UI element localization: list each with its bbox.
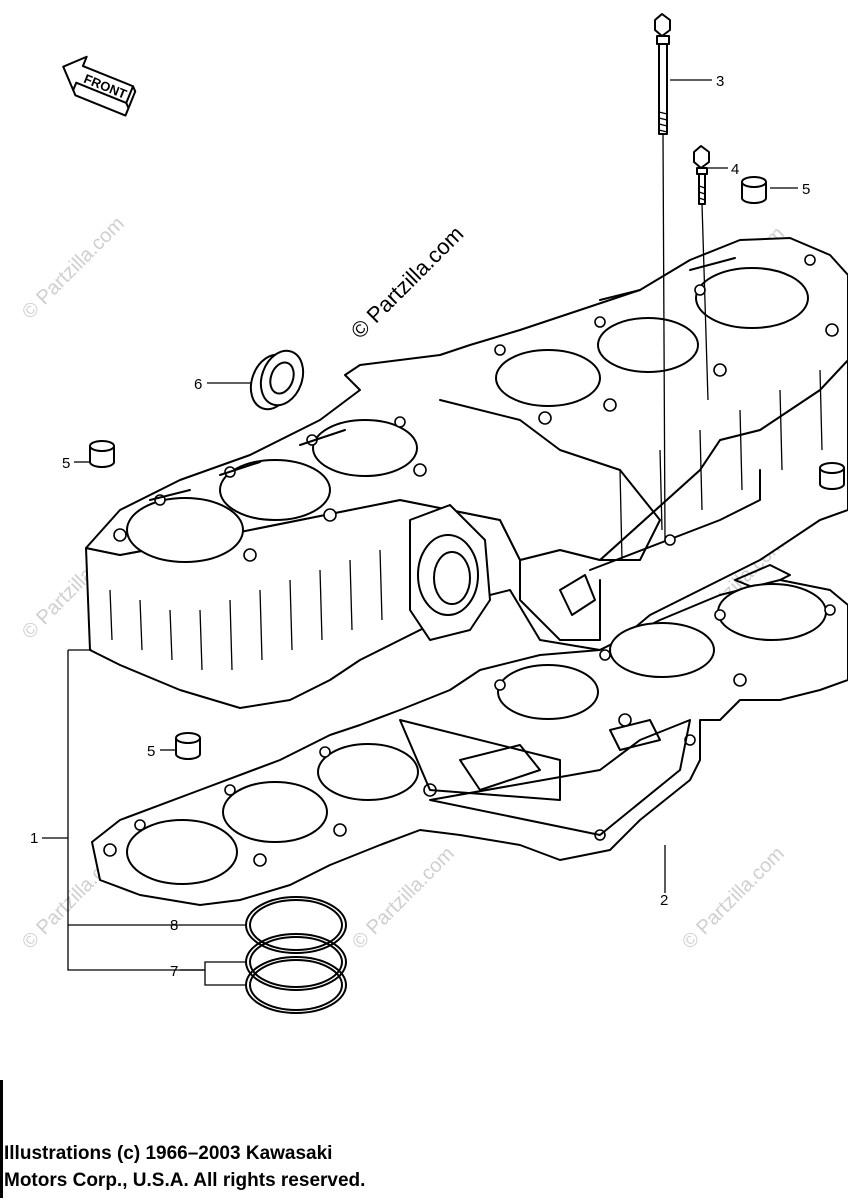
callout-6: 6	[194, 376, 202, 393]
oil-seal	[249, 349, 305, 411]
callout-4: 4	[731, 161, 739, 178]
callout-8: 8	[170, 917, 178, 934]
watermark-faint: © Partzilla.com	[678, 843, 789, 954]
cylinder-bore	[312, 419, 418, 477]
cylinder-bore	[495, 349, 601, 407]
callout-3: 3	[716, 73, 724, 90]
callout-5: 5	[62, 455, 70, 472]
leader-lines	[42, 79, 798, 986]
watermark-faint: © Partzilla.com	[18, 213, 129, 324]
callout-1: 1	[30, 830, 38, 847]
front-arrow-icon: FRONT	[62, 55, 137, 117]
copyright-line-1: Illustrations (c) 1966–2003 Kawasaki	[4, 1143, 333, 1164]
cylinder-bore	[597, 317, 699, 373]
watermark-faint: © Partzilla.com	[348, 843, 459, 954]
cylinder-bore	[126, 497, 244, 563]
watermark: © Partzilla.com	[346, 221, 469, 344]
dowel-pin	[175, 732, 201, 760]
short-bolt	[693, 145, 710, 401]
callout-2: 2	[660, 892, 668, 909]
callout-7: 7	[170, 963, 178, 980]
long-bolt	[654, 13, 676, 546]
copyright-line-2: Motors Corp., U.S.A. All rights reserved…	[4, 1170, 366, 1191]
left-margin-bar	[0, 1080, 3, 1198]
callout-5: 5	[147, 743, 155, 760]
dowel-pin	[819, 462, 845, 490]
copyright-notice: Illustrations (c) 1966–2003 Kawasaki Mot…	[4, 1140, 365, 1194]
cylinder-bore	[219, 459, 331, 521]
cylinder-bore	[695, 267, 809, 329]
cylinder-base-gasket	[91, 579, 848, 906]
callout-5: 5	[802, 181, 810, 198]
dowel-pin	[741, 176, 767, 204]
dowel-pin	[89, 440, 115, 468]
o-ring	[245, 933, 347, 991]
cylinder-block	[85, 237, 848, 709]
o-ring	[245, 956, 347, 1014]
